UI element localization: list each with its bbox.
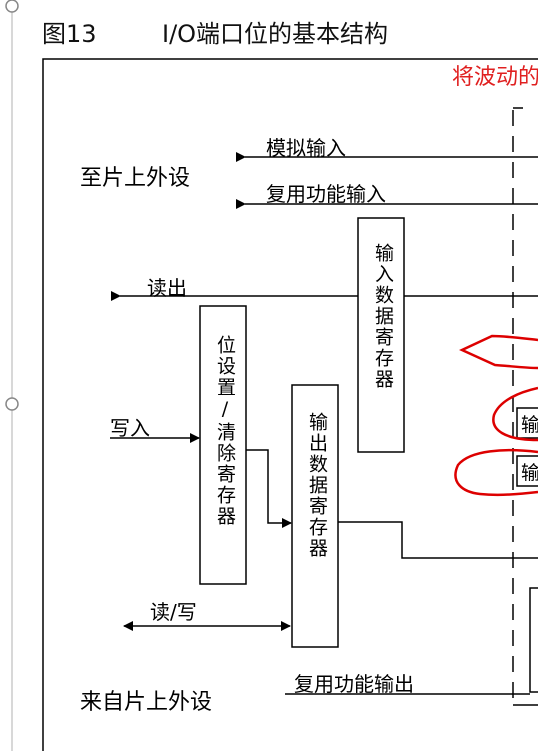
handwritten-loop-2 <box>454 448 538 497</box>
alt-function-input-label: 复用功能输入 <box>266 182 386 206</box>
partial-box-1 <box>516 407 538 439</box>
resize-handle-top[interactable] <box>5 0 19 13</box>
write-in-label: 写入 <box>110 416 150 440</box>
handwritten-loop-1 <box>492 386 538 442</box>
output-data-register-box <box>291 384 339 648</box>
read-write-label: 读/写 <box>150 600 197 624</box>
figure-title: I/O端口位的基本结构 <box>162 20 389 48</box>
bsrr-to-odr-line <box>246 449 292 528</box>
output-driver-edge <box>529 587 538 693</box>
partial-label-1: 输 <box>521 414 538 436</box>
read-out-label: 读出 <box>147 276 187 300</box>
partial-label-2: 输 <box>521 462 538 484</box>
to-onchip-peripheral-label: 至片上外设 <box>80 166 191 191</box>
odr-output-line <box>338 521 538 559</box>
bit-set-reset-register-label: 位设置/清除寄存器 <box>214 335 236 527</box>
analog-input-label: 模拟输入 <box>266 136 346 160</box>
input-data-register-label: 输入数据寄存器 <box>372 243 394 390</box>
partial-box-2 <box>516 455 538 487</box>
bit-set-reset-register-box <box>199 305 247 585</box>
output-data-register-label: 输出数据寄存器 <box>306 412 328 559</box>
resize-handle-mid[interactable] <box>5 397 19 411</box>
figure-number: 图13 <box>42 20 97 48</box>
red-annotation-text: 将波动的 <box>451 65 538 90</box>
alt-function-output-label: 复用功能输出 <box>294 672 414 696</box>
input-data-register-box <box>357 217 405 453</box>
handwritten-arrow <box>459 334 538 370</box>
figure-frame <box>42 58 538 751</box>
from-onchip-peripheral-label: 来自片上外设 <box>80 690 213 715</box>
